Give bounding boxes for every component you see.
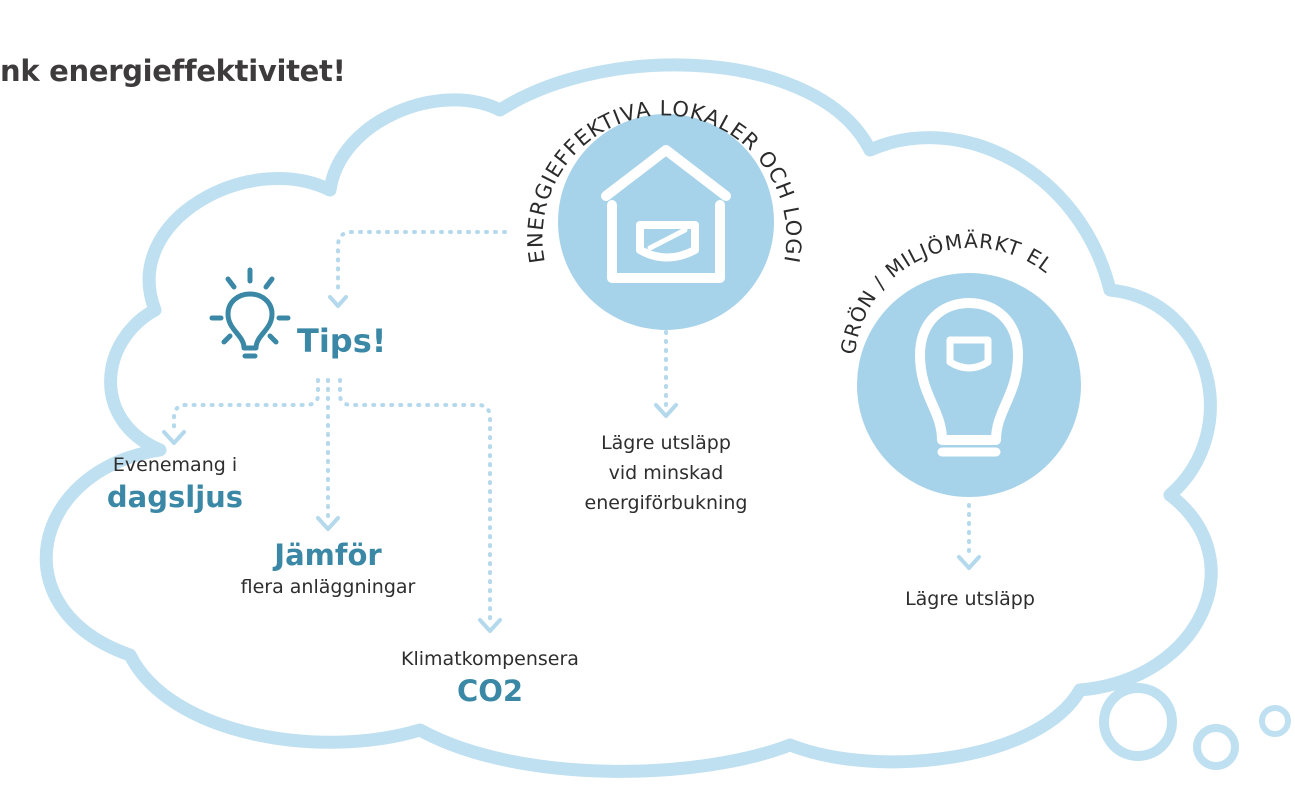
thought-bubble-small bbox=[1259, 705, 1291, 737]
tip-compare-line2: flera anläggningar bbox=[240, 576, 416, 598]
tip-daylight: Evenemang i dagsljus bbox=[90, 450, 260, 514]
tip-daylight-line2: dagsljus bbox=[106, 480, 244, 514]
dotted-connectors bbox=[172, 230, 971, 622]
el-result: Lägre utsläpp bbox=[905, 588, 1035, 610]
page-heading: nk energieffektivitet! bbox=[0, 54, 346, 88]
tip-compare-line1: Jämför bbox=[274, 538, 382, 572]
thought-cloud bbox=[39, 58, 1218, 778]
lightbulb-leaf-icon bbox=[915, 298, 1023, 457]
arrowheads bbox=[162, 295, 981, 633]
tips-label: Tips! bbox=[297, 322, 387, 360]
lokaler-result-line: energiförbukning bbox=[584, 492, 748, 514]
tip-climate-line2: CO2 bbox=[456, 674, 524, 708]
idea-bulb-icon bbox=[209, 267, 291, 359]
el-circle bbox=[857, 273, 1081, 497]
tip-climate-line1: Klimatkompensera bbox=[401, 648, 579, 670]
thought-bubble-medium bbox=[1193, 724, 1239, 770]
lokaler-result-line: vid minskad bbox=[608, 462, 724, 484]
thought-bubble-large bbox=[1099, 683, 1177, 761]
tip-climate: Klimatkompensera CO2 bbox=[378, 644, 602, 708]
house-leaf-icon bbox=[601, 145, 731, 283]
tip-daylight-line1: Evenemang i bbox=[112, 454, 238, 476]
lokaler-result: Lägre utsläpp vid minskad energiförbukni… bbox=[576, 428, 756, 518]
tip-compare: Jämför flera anläggningar bbox=[218, 538, 438, 602]
lokaler-result-line: Lägre utsläpp bbox=[601, 432, 731, 454]
